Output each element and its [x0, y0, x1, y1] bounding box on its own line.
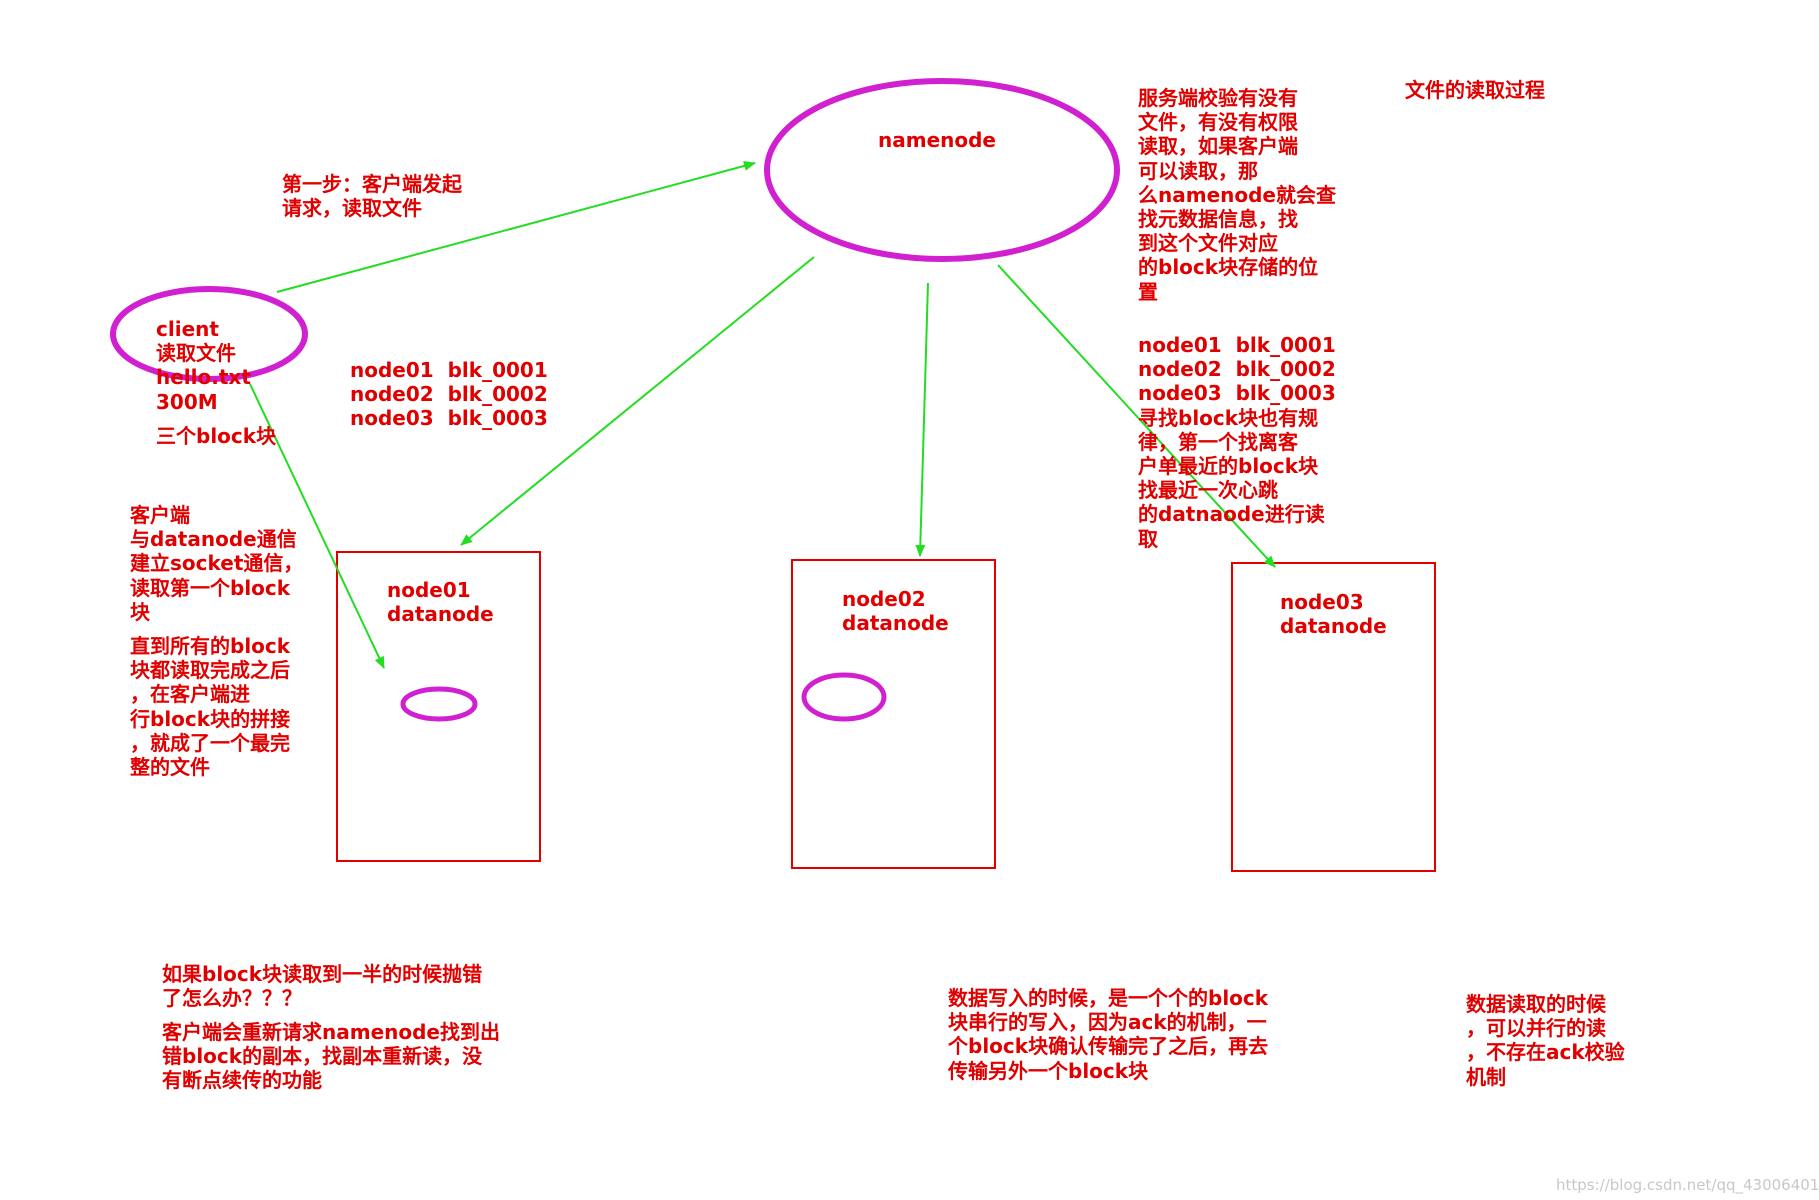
datanode-label-node02: node02 datanode [842, 587, 949, 636]
client-datanode-annotation: 客户端 与datanode通信 建立socket通信， 读取第一个block 块 [130, 503, 304, 624]
watermark: https://blog.csdn.net/qq_43006401 [1556, 1176, 1819, 1194]
block-ellipse-node02 [801, 672, 887, 722]
server-check-annotation: 服务端校验有没有 文件，有没有权限 读取，如果客户端 可以读取，那 么namen… [1138, 86, 1336, 304]
block-list-left: node01 blk_0001 node02 blk_0002 node03 b… [350, 358, 548, 431]
arrow-client-to-namenode [276, 161, 756, 293]
datanode-label-node03: node03 datanode [1280, 590, 1387, 639]
namenode-label: namenode [878, 128, 996, 152]
write-note-annotation: 数据写入的时候，是一个个的block 块串行的写入，因为ack的机制，一 个bl… [948, 986, 1269, 1083]
client-label: client 读取文件 hello.txt 300M [156, 317, 251, 414]
step1-annotation: 第一步：客户端发起 请求，读取文件 [282, 172, 462, 221]
client-ellipse [110, 286, 308, 382]
datanode-box-node01 [336, 551, 541, 862]
datanode-label-node01: node01 datanode [387, 578, 494, 627]
namenode-ellipse [764, 78, 1120, 262]
datanode-box-node02 [791, 559, 996, 869]
arrow-namenode-to-node01 [460, 256, 815, 546]
arrow-namenode-to-node02 [915, 282, 929, 557]
arrow-namenode-to-node03 [997, 264, 1276, 568]
error-question-annotation: 如果block块读取到一半的时候抛错 了怎么办？？？ [162, 962, 483, 1011]
arrow-client-to-block [249, 383, 385, 669]
block-list-right: node01 blk_0001 node02 blk_0002 node03 b… [1138, 333, 1336, 551]
assemble-annotation: 直到所有的block 块都读取完成之后 ，在客户端进 行block块的拼接 ，就… [130, 634, 291, 780]
block-ellipse-node01 [400, 686, 478, 722]
datanode-box-node03 [1231, 562, 1436, 872]
read-note-annotation: 数据读取的时候 ，可以并行的读 ，不存在ack校验 机制 [1466, 992, 1625, 1089]
diagram-title: 文件的读取过程 [1405, 78, 1545, 102]
error-answer-annotation: 客户端会重新请求namenode找到出 错block的副本，找副本重新读，没 有… [162, 1020, 500, 1093]
client-blocks-label: 三个block块 [156, 424, 277, 448]
